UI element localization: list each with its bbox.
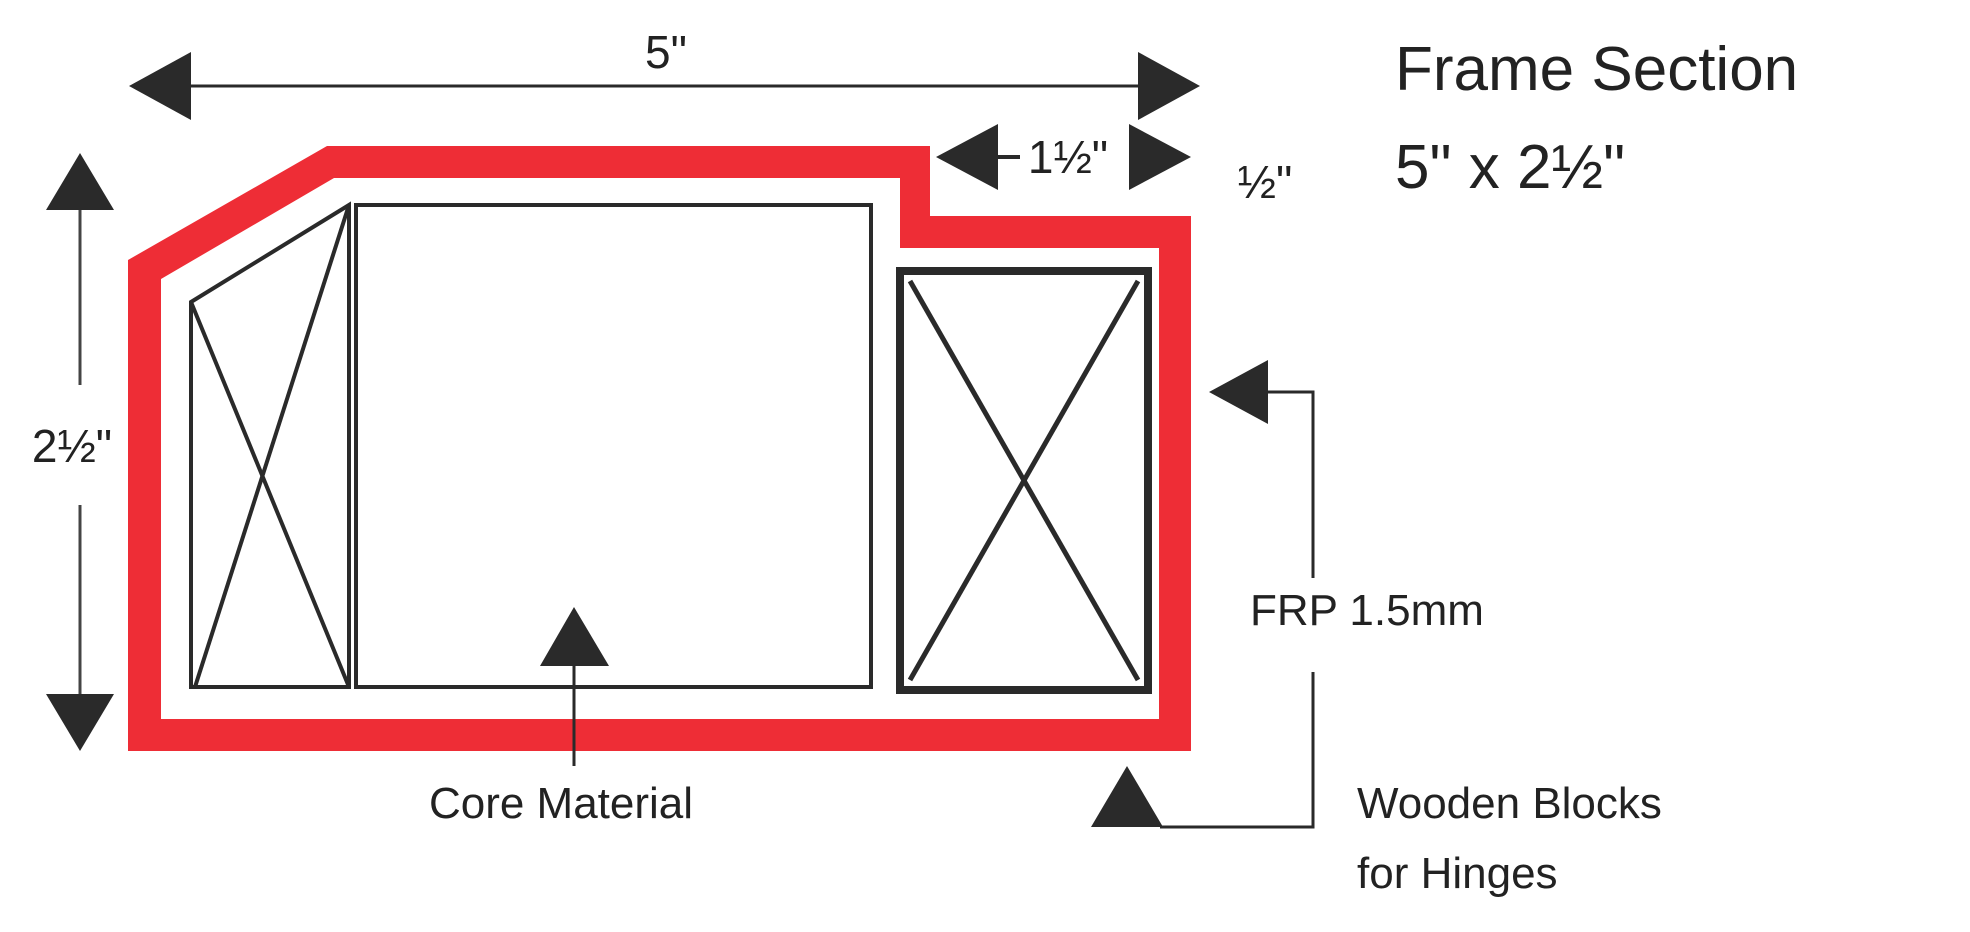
wooden-blocks-label-line1: Wooden Blocks [1357,779,1662,828]
arrow-left-icon [936,124,998,190]
arrow-up-icon [540,607,609,666]
frp-shell [128,146,1191,751]
arrow-up-icon [1091,766,1163,827]
width-dimension: 5" [129,26,1200,120]
arrow-right-icon [1138,52,1200,120]
height-dimension: 2½" [32,153,114,751]
arrow-down-icon [46,694,114,751]
core-material-block [354,203,873,689]
step-width-dimension: 1½" [936,124,1191,190]
arrow-left-icon [129,52,191,120]
frp-label: FRP 1.5mm [1250,586,1484,635]
title-line1: Frame Section [1395,35,1798,104]
frp-callout: FRP 1.5mm [1209,360,1484,635]
step-depth-label: ½" [1238,156,1293,208]
arrow-up-icon [46,153,114,210]
height-label: 2½" [32,420,112,472]
arrow-left-icon [1209,360,1268,424]
width-label: 5" [645,26,687,78]
step-width-label: 1½" [1028,131,1108,183]
left-wooden-block [189,201,351,689]
wooden-blocks-label-line2: for Hinges [1357,849,1558,898]
wooden-blocks-callout: Wooden Blocks for Hinges [1091,672,1662,898]
core-material-label: Core Material [429,779,693,828]
title-line2: 5" x 2½" [1395,133,1625,202]
right-wooden-block [896,267,1152,694]
core-callout: Core Material [429,607,693,828]
arrow-right-icon [1129,124,1191,190]
